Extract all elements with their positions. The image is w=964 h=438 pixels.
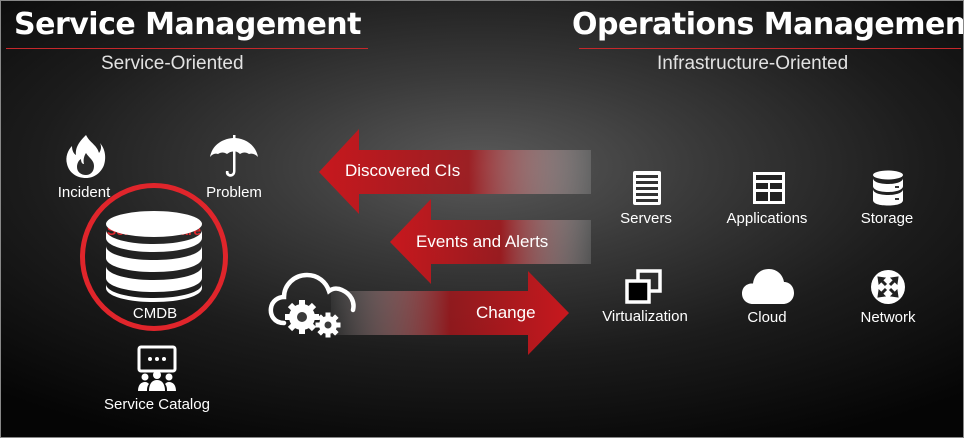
problem-label: Problem bbox=[206, 184, 262, 201]
events-alerts-label: Events and Alerts bbox=[416, 232, 549, 251]
discovered-cis-arrow bbox=[319, 129, 591, 214]
service-catalog-icon bbox=[137, 345, 177, 391]
cloud-label: Cloud bbox=[747, 309, 787, 326]
cmdb-ring bbox=[80, 183, 228, 331]
virtualization-icon bbox=[625, 269, 662, 304]
incident-label: Incident bbox=[57, 184, 111, 201]
right-title-rule bbox=[579, 48, 961, 49]
discovered-cis-label: Discovered CIs bbox=[345, 161, 461, 180]
network-icon bbox=[871, 270, 905, 304]
left-title-rule bbox=[6, 48, 368, 49]
servers-icon bbox=[633, 171, 661, 205]
operations-management-title: Operations Management bbox=[572, 7, 964, 42]
virtualization-label: Virtualization bbox=[602, 308, 688, 325]
cloud-icon bbox=[742, 269, 794, 304]
storage-label: Storage bbox=[860, 210, 914, 227]
change-label: Change bbox=[476, 303, 536, 322]
applications-label: Applications bbox=[726, 210, 808, 227]
events-alerts-arrow bbox=[390, 199, 591, 284]
network-label: Network bbox=[860, 309, 916, 326]
storage-icon bbox=[873, 170, 903, 206]
change-arrow bbox=[331, 271, 569, 355]
cmdb-label: CMDB bbox=[132, 305, 178, 322]
service-catalog-label: Service Catalog bbox=[104, 396, 210, 413]
database-icon bbox=[106, 211, 202, 302]
fire-icon bbox=[66, 135, 106, 178]
infrastructure-oriented-subtitle: Infrastructure-Oriented bbox=[657, 53, 849, 74]
applications-icon bbox=[753, 172, 785, 204]
service-oriented-subtitle: Service-Oriented bbox=[101, 53, 244, 74]
cloud-gears-icon bbox=[268, 272, 356, 338]
servers-label: Servers bbox=[620, 210, 672, 227]
umbrella-icon bbox=[210, 135, 258, 177]
service-management-title: Service Management bbox=[14, 7, 362, 42]
